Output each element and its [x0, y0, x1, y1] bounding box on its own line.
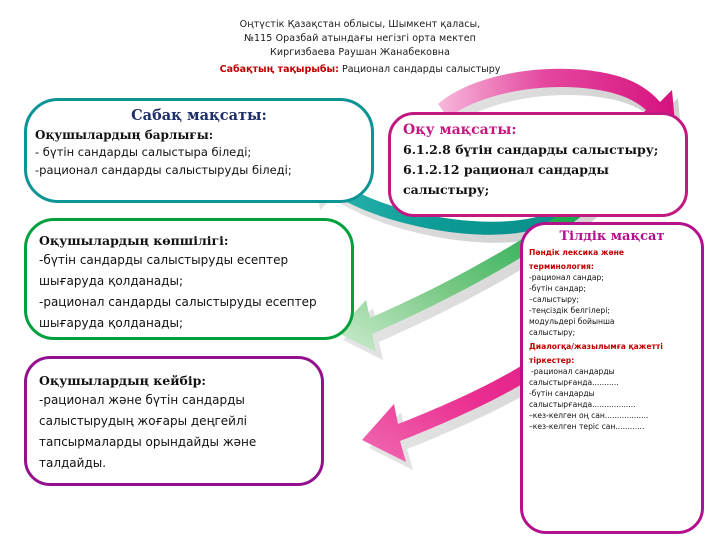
language-term-3: –салыстыру;: [529, 295, 579, 304]
lesson-topic-value: Рационал сандарды салыстыру: [341, 64, 501, 75]
learning-aim-line-1: 6.1.2.8 бүтін сандарды салыстыру;: [403, 142, 659, 157]
language-term-2: -бүтін сандар;: [529, 284, 586, 293]
lesson-aim-head: Оқушылардың барлығы:: [35, 128, 214, 142]
pink-curved-arrow: [438, 68, 682, 142]
learning-aim-title: Оқу мақсаты:: [403, 122, 517, 138]
majority-head: Оқушылардың көпшілігі:: [39, 233, 229, 248]
language-dialogue-label-1: Диалогқа/жазылымға қажетті: [529, 342, 663, 351]
some-line-2: салыстырудың жоғары деңгейлі: [39, 414, 247, 428]
language-aim-title: Тілдік мақсат: [559, 229, 665, 244]
some-line-1: -рационал және бүтін сандарды: [39, 393, 245, 407]
majority-line-4: шығаруда қолданады;: [39, 316, 183, 330]
language-term-1: -рационал сандар;: [529, 273, 604, 282]
language-aim-box: Тілдік мақсат Пәндік лексика және термин…: [520, 222, 704, 534]
language-term-6: салыстыру;: [529, 328, 576, 337]
language-dialogue-label-2: тіркестер:: [529, 356, 575, 365]
lesson-aim-box: Сабақ мақсаты: Оқушылардың барлығы: - бү…: [24, 98, 374, 203]
majority-learners-box: Оқушылардың көпшілігі: -бүтін сандарды с…: [24, 218, 354, 340]
learning-aim-line-3: салыстыру;: [403, 182, 490, 197]
lesson-topic-label: Сабақтың тақырыбы:: [219, 64, 339, 75]
lesson-aim-title: Сабақ мақсаты:: [131, 107, 267, 124]
language-term-4: -теңсіздік белгілері;: [529, 306, 610, 315]
some-line-3: тапсырмаларды орындайды және: [39, 435, 257, 449]
header-line-region: Оңтүстік Қазақстан облысы, Шымкент қалас…: [239, 19, 481, 30]
language-phrase-1: -рационал сандарды: [531, 367, 615, 376]
majority-line-3: -рационал сандарды салыстыруды есептер: [39, 295, 317, 309]
some-learners-box: Оқушылардың кейбір: -рационал және бүтін…: [24, 356, 324, 486]
header-line-teacher: Киргизбаева Раушан Жанабековна: [269, 47, 451, 58]
language-term-5: модульдері бойынша: [529, 317, 615, 326]
language-terminology-label-2: терминология:: [529, 262, 594, 271]
green-curved-arrow: [336, 190, 603, 360]
language-terminology-label-1: Пәндік лексика және: [529, 248, 624, 257]
header-line-school: №115 Оразбай атындағы негізгі орта мекте…: [244, 33, 476, 44]
some-head: Оқушылардың кейбір:: [39, 373, 206, 388]
lesson-aim-line-1: - бүтін сандарды салыстыра біледі;: [35, 145, 252, 159]
some-line-4: талдайды.: [39, 456, 107, 470]
lesson-aim-line-2: -рационал сандарды салыстыруды біледі;: [35, 163, 292, 177]
language-phrase-3: -бүтін сандарды: [529, 389, 595, 398]
language-phrase-2: салыстырғанда...........: [529, 378, 619, 387]
lesson-topic: Сабақтың тақырыбы: Рационал сандарды сал…: [0, 63, 720, 77]
language-phrase-6: –кез-келген теріс сан............: [529, 422, 645, 431]
majority-line-2: шығаруда қолданады;: [39, 274, 183, 288]
language-phrase-5: –кез-келген оң сан..................: [529, 411, 649, 420]
slide-header: Оңтүстік Қазақстан облысы, Шымкент қалас…: [0, 18, 720, 77]
magenta-curved-arrow: [362, 288, 633, 470]
learning-aim-line-2: 6.1.2.12 рационал сандарды: [403, 162, 609, 177]
learning-aim-box: Оқу мақсаты: 6.1.2.8 бүтін сандарды салы…: [388, 112, 688, 217]
majority-line-1: -бүтін сандарды салыстыруды есептер: [39, 253, 289, 267]
language-phrase-4: салыстырғанда..................: [529, 400, 636, 409]
